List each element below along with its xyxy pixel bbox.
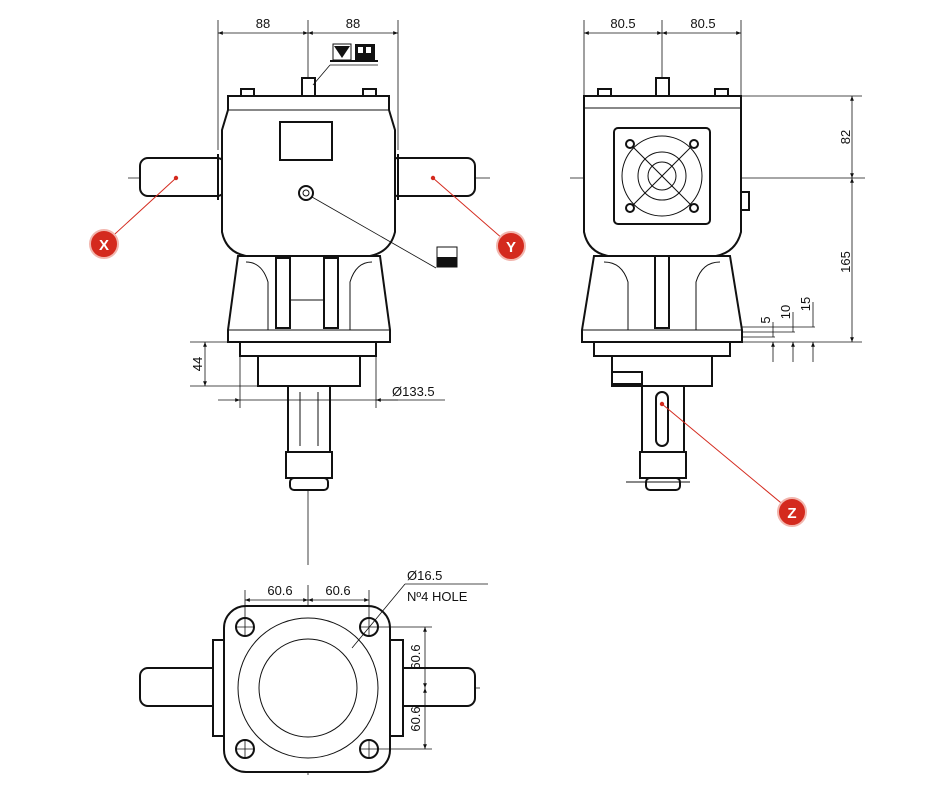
callout-x: [89, 229, 119, 259]
drain-plug: [298, 185, 314, 201]
breather-plug: [301, 77, 316, 97]
dim-front-right: 88: [346, 16, 360, 31]
mount-flange: [239, 341, 377, 357]
front-view: 88 88 44 Ø133.5: [128, 16, 490, 565]
flange-collar: [257, 355, 361, 387]
bearing-cover: [613, 127, 711, 225]
upper-housing: [221, 95, 396, 257]
callout-y: [496, 231, 526, 261]
bottom-view: 60.6 60.6 60.6 60.6 Ø16.5 Nº4 HOLE: [139, 568, 488, 775]
dim-side-upper: 82: [838, 130, 853, 144]
flange-tab: [611, 371, 643, 385]
vertical-shaft: [287, 385, 331, 453]
callout-x-label: X: [99, 237, 109, 254]
dim-front-left: 88: [256, 16, 270, 31]
dim-side-left: 80.5: [610, 16, 635, 31]
dim-side-lower: 165: [838, 251, 853, 273]
breather-plug: [655, 77, 670, 97]
hole-diameter: Ø16.5: [407, 568, 442, 583]
dim-front-diameter: Ø133.5: [392, 384, 435, 399]
side-vertical-shaft: [641, 385, 685, 453]
dim-bottom-lower: 60.6: [408, 706, 423, 731]
callouts: X Y Z: [89, 175, 807, 527]
input-shaft-x: [139, 157, 226, 197]
dim-side-small-1: 5: [758, 316, 773, 323]
rib: [654, 255, 670, 329]
bottom-flange: [223, 605, 391, 773]
side-plug: [740, 191, 750, 211]
rib: [323, 257, 339, 329]
dim-side-small-3: 15: [798, 297, 813, 311]
callout-z-label: Z: [787, 505, 796, 522]
side-lower-housing: [581, 255, 743, 343]
rib: [275, 257, 291, 329]
dim-bottom-left: 60.6: [267, 583, 292, 598]
dim-side-small-2: 10: [778, 305, 793, 319]
hole-note: Nº4 HOLE: [407, 589, 468, 604]
lower-housing: [227, 255, 391, 343]
dim-side-right: 80.5: [690, 16, 715, 31]
dim-front-height: 44: [190, 357, 205, 371]
fill-level-icon: [330, 43, 353, 62]
shaft-nut: [285, 451, 333, 479]
dim-bottom-upper: 60.6: [408, 644, 423, 669]
drain-plug-icon: [436, 246, 458, 268]
dim-bottom-right: 60.6: [325, 583, 350, 598]
callout-y-label: Y: [506, 239, 516, 256]
inspection-cover: [279, 121, 333, 161]
oil-fill-plug-icon: [352, 44, 378, 62]
side-view: 80.5 80.5 82 165 5 10 15: [570, 16, 865, 491]
callout-z: [777, 497, 807, 527]
shaft-end: [289, 477, 329, 491]
